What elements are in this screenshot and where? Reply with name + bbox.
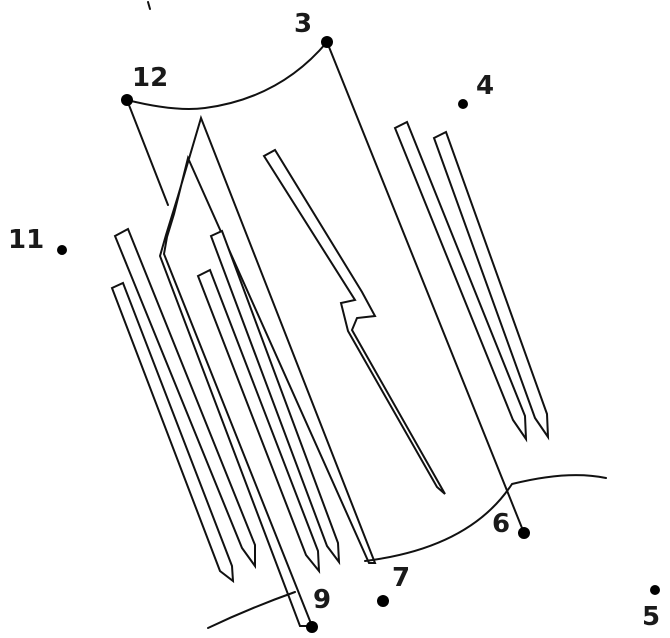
dot-6[interactable] (518, 527, 530, 539)
dot-5[interactable] (650, 585, 660, 595)
line-12-diagonal (126, 99, 169, 206)
dot-label-7: 7 (392, 563, 410, 593)
left-spike-2 (110, 281, 235, 584)
middle-spike-2 (196, 268, 321, 575)
right-spike-2 (432, 130, 550, 441)
upper-arc-line (126, 41, 328, 110)
dot-label-9: 9 (313, 585, 331, 615)
line-3-to-6 (326, 41, 525, 534)
middle-spike-1 (209, 229, 341, 566)
dot-label-11: 11 (8, 225, 44, 255)
top-edge-stroke (147, 1, 151, 10)
dot-3[interactable] (321, 36, 333, 48)
dot-4[interactable] (458, 99, 468, 109)
right-spike-1 (393, 120, 528, 443)
dot-label-6: 6 (492, 509, 510, 539)
left-spike-1 (113, 227, 256, 570)
lower-right-arc (364, 474, 607, 562)
central-tall-shape (158, 114, 377, 627)
bottom-left-arc (207, 591, 296, 629)
dot-label-4: 4 (476, 71, 494, 101)
dot-label-5: 5 (642, 602, 660, 632)
dot-9[interactable] (306, 621, 318, 633)
dot-label-3: 3 (294, 9, 312, 39)
dot-11[interactable] (57, 245, 67, 255)
lightning-bolt-shape (262, 148, 446, 495)
dot-label-12: 12 (132, 63, 168, 93)
dot-7[interactable] (377, 595, 389, 607)
dot-12[interactable] (121, 94, 133, 106)
